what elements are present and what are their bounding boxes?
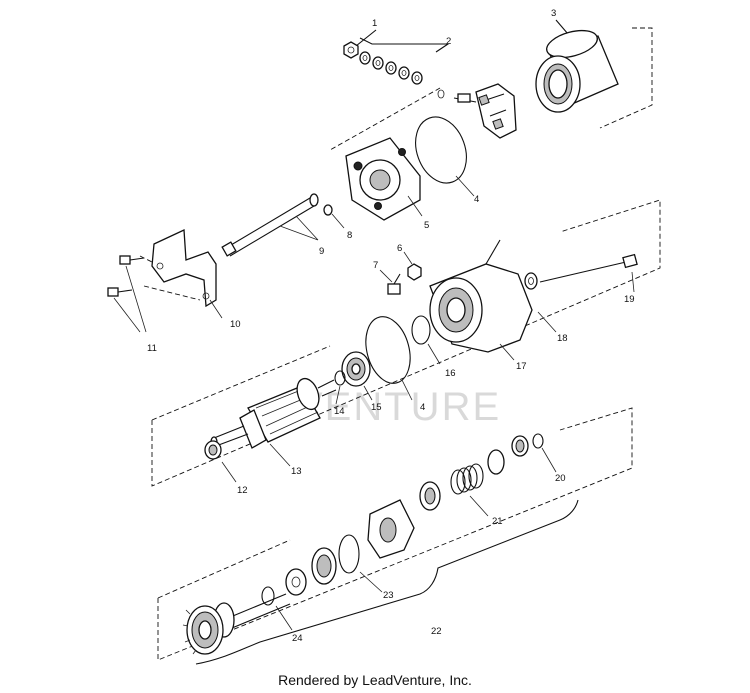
callout-19: 19 (624, 294, 635, 305)
middle-group-outline (151, 199, 661, 487)
part-6-nut (403, 251, 422, 281)
part-18-washer (524, 272, 557, 333)
part-8-washer (323, 204, 345, 229)
callout-18: 18 (557, 333, 568, 344)
callout-9: 9 (319, 246, 324, 257)
callout-17: 17 (516, 361, 527, 372)
callout-11: 11 (147, 343, 157, 354)
callout-24: 24 (292, 633, 303, 644)
part-5-end-cover (345, 137, 423, 221)
callout-22: 22 (431, 626, 442, 637)
part-17-front-housing (429, 239, 533, 361)
part-3-housing (535, 19, 619, 113)
upper-group-outline (329, 27, 653, 151)
callout-8: 8 (347, 230, 352, 241)
callout-12: 12 (237, 485, 248, 496)
part-12-bushing (204, 440, 237, 483)
part-14-snap-ring (334, 370, 346, 405)
part-13-armature (210, 377, 337, 467)
callout-4-upper: 4 (474, 194, 479, 205)
callout-20: 20 (555, 473, 566, 484)
part-11-bolts (107, 255, 147, 333)
part-4-o-ring-lower (365, 316, 413, 401)
lower-group-outline (157, 407, 633, 661)
callout-4-lower: 4 (420, 402, 425, 413)
part-15-bearing (341, 351, 373, 401)
part-21-spring-set (419, 449, 505, 517)
pinion-gear-assembly (182, 593, 291, 655)
callout-2: 2 (446, 36, 451, 47)
callout-14: 14 (334, 406, 345, 417)
callout-3: 3 (551, 8, 556, 19)
part-9-through-bolts (221, 193, 319, 257)
callout-7: 7 (373, 260, 378, 271)
callout-1: 1 (372, 18, 377, 29)
callout-10: 10 (230, 319, 241, 330)
render-credit: Rendered by LeadVenture, Inc. (278, 672, 472, 688)
callout-5: 5 (424, 220, 429, 231)
part-20-snap-ring (511, 433, 557, 473)
callout-13: 13 (291, 466, 302, 477)
callout-16: 16 (445, 368, 456, 379)
part-16-o-ring (411, 315, 441, 365)
part-1-nut (343, 29, 377, 59)
callout-23: 23 (383, 590, 394, 601)
part-24-snap-ring (261, 586, 293, 631)
part-22-bracket (195, 499, 579, 665)
part-4-o-ring-upper (415, 116, 475, 197)
callout-6: 6 (397, 243, 402, 254)
part-23-clutch (285, 499, 415, 596)
watermark-text: VENTURE (296, 385, 501, 429)
callout-15: 15 (371, 402, 382, 413)
part-7-bolt (379, 269, 401, 295)
part-19-bolt (539, 253, 638, 293)
part-10-bracket (139, 229, 223, 319)
callout-21: 21 (492, 516, 503, 527)
part-2-washer-set (359, 37, 517, 139)
